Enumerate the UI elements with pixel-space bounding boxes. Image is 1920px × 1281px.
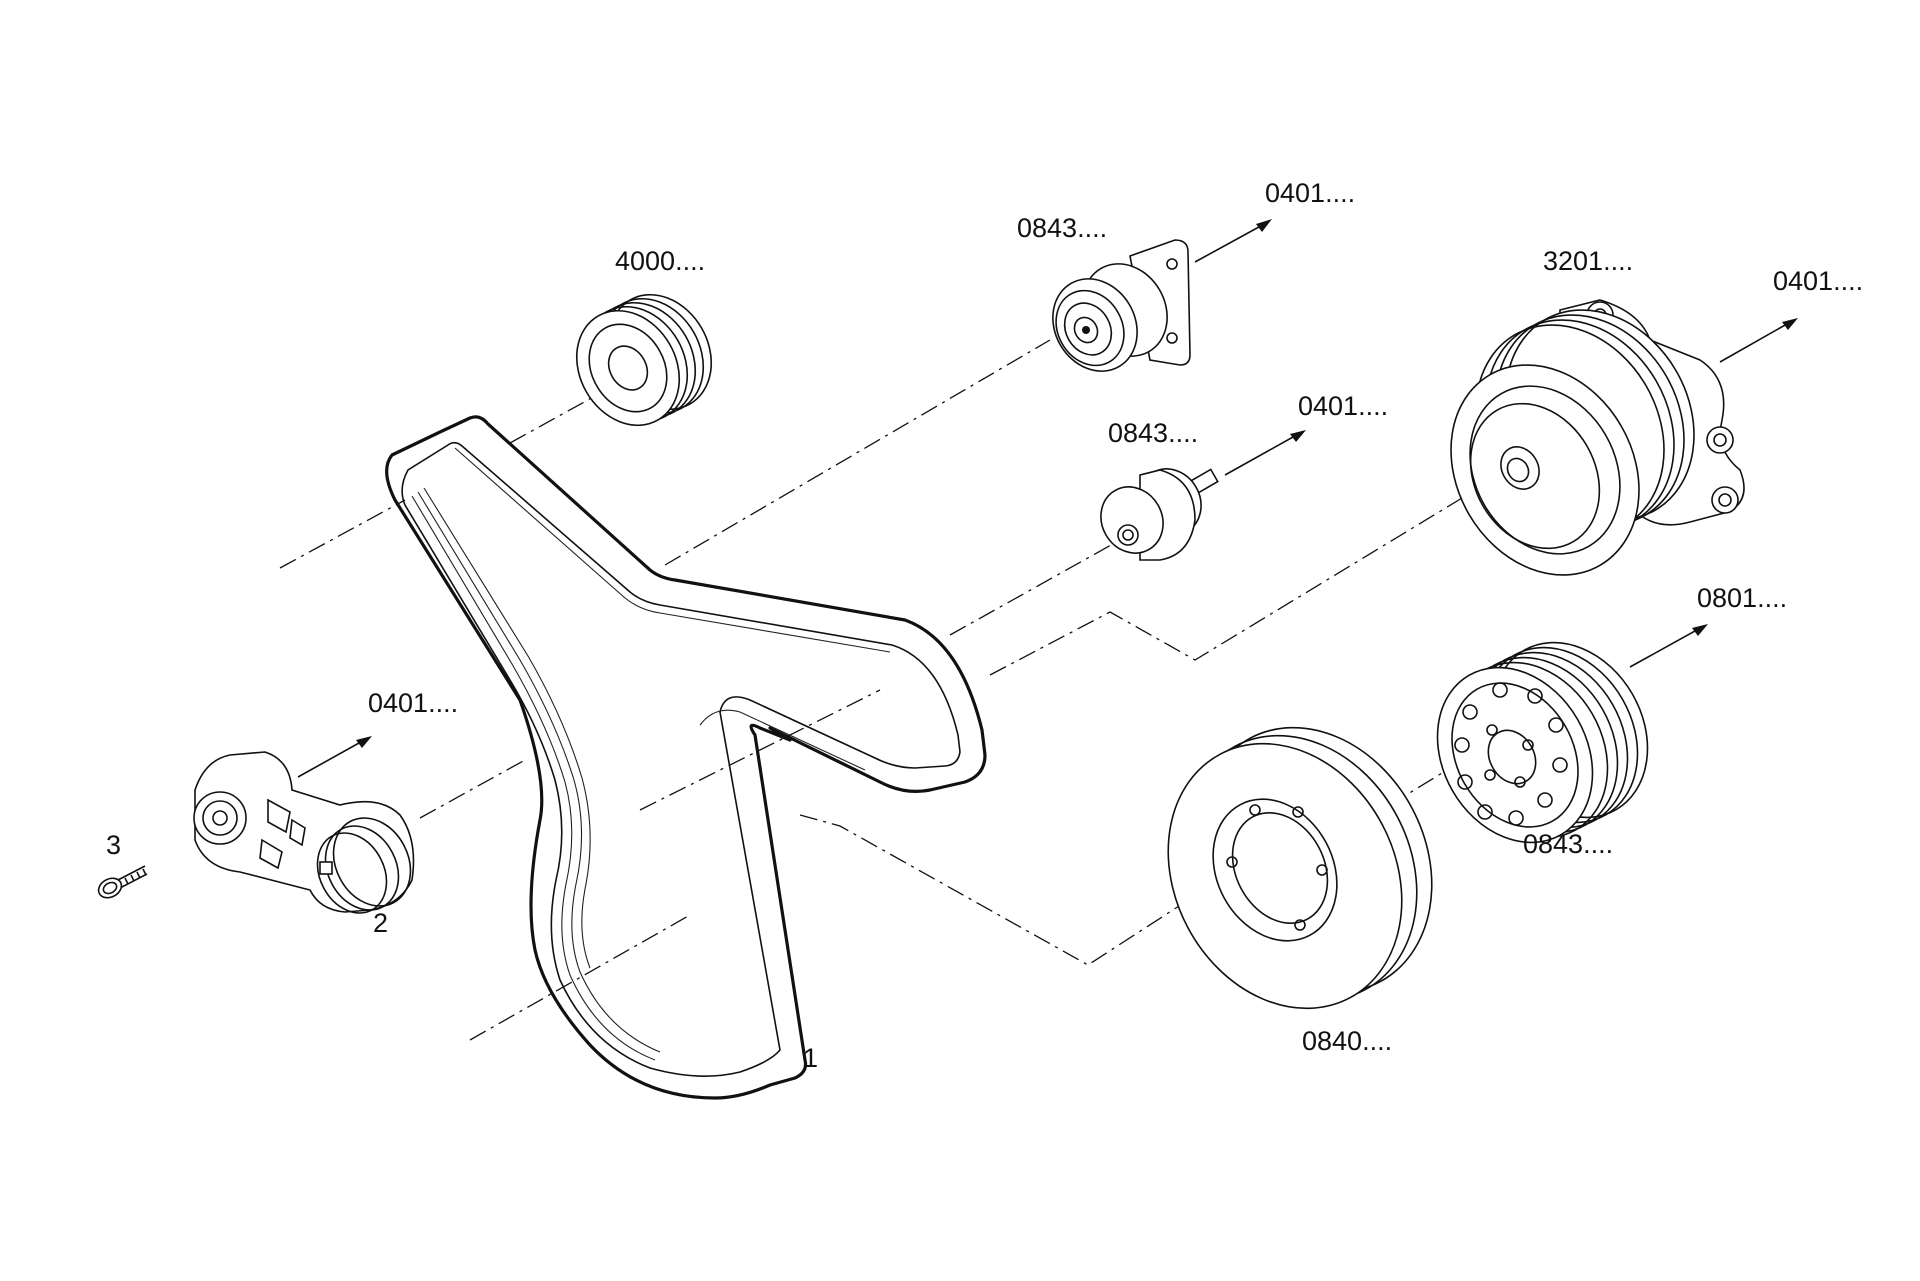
label-item-belt: 1: [803, 1043, 818, 1073]
label-water-pump-arrow: 0401....: [1773, 266, 1863, 296]
label-water-pump-ref: 3201....: [1543, 246, 1633, 276]
pulley-4000: [575, 293, 713, 427]
label-pulley-right-arrow: 0801....: [1697, 583, 1787, 613]
idler-pulley-top-with-bracket: [1052, 239, 1191, 372]
reference-arrows: [297, 219, 1798, 778]
label-item-bolt: 3: [106, 830, 121, 860]
label-idler-mid-ref: 0843....: [1108, 418, 1198, 448]
belt-tensioner: [193, 751, 415, 914]
label-pulley-right-ref: 0843....: [1523, 829, 1613, 859]
pulley-right-0843: [1436, 641, 1649, 844]
idler-pulley-middle: [1100, 468, 1219, 561]
label-idler-top-ref: 0843....: [1017, 213, 1107, 243]
label-item-tensioner: 2: [373, 908, 388, 938]
label-damper-ref: 0840....: [1302, 1026, 1392, 1056]
label-tensioner-arrow: 0401....: [368, 688, 458, 718]
serpentine-belt: [385, 415, 987, 1100]
hex-bolt: [97, 865, 148, 899]
label-pulley-4000: 4000....: [615, 246, 705, 276]
part-labels: 4000.... 0843.... 0401.... 0843.... 0401…: [106, 178, 1863, 1073]
vibration-damper-0840: [1167, 726, 1433, 1010]
label-idler-mid-arrow: 0401....: [1298, 391, 1388, 421]
label-idler-top-arrow: 0401....: [1265, 178, 1355, 208]
water-pump-3201: [1450, 299, 1745, 576]
